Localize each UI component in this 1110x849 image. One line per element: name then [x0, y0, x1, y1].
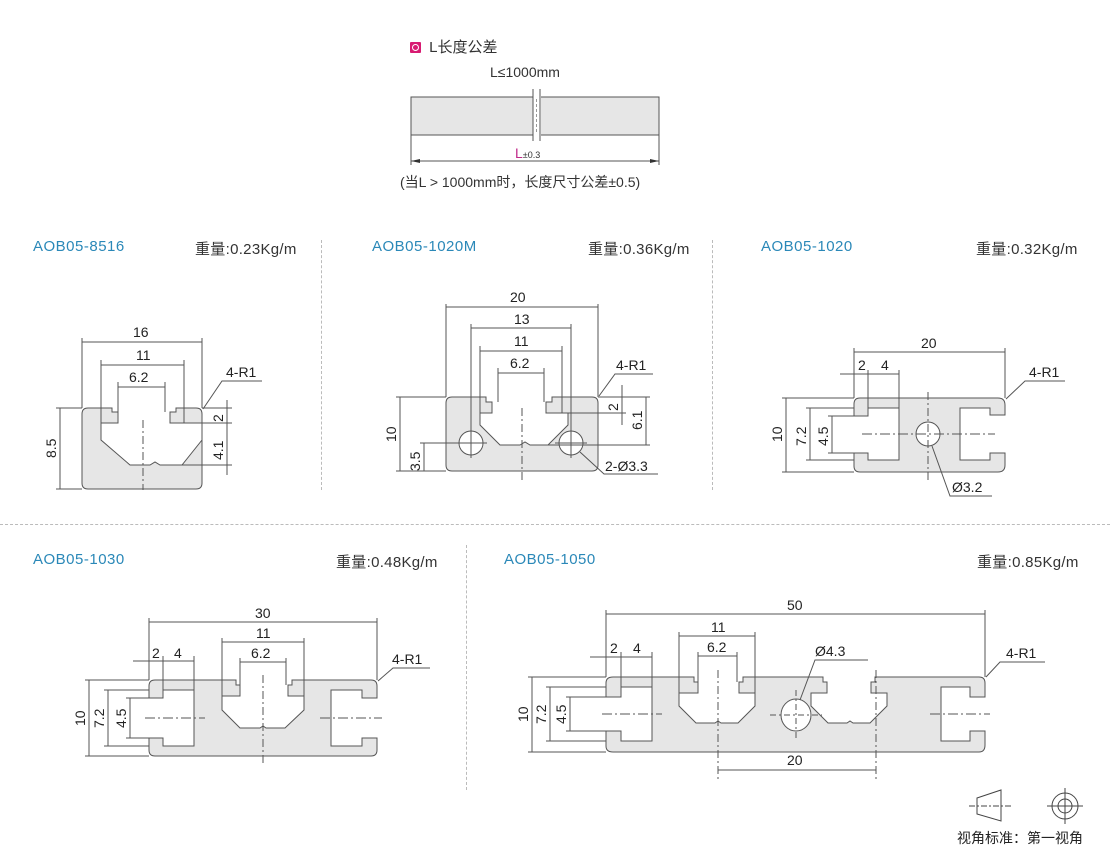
- dim-4-5: 4.5: [815, 426, 831, 446]
- radius-leader: [1005, 380, 1065, 400]
- dim-4-5: 4.5: [553, 704, 569, 724]
- dim-7-2: 7.2: [793, 426, 809, 446]
- length-bar-diagram: [410, 89, 660, 165]
- dim-r1: 4-R1: [1006, 645, 1037, 661]
- profile-weight-5: 重量:0.85Kg/m: [977, 554, 1079, 571]
- profile-weight-4: 重量:0.48Kg/m: [336, 554, 438, 571]
- arrow-left-icon: [411, 159, 420, 163]
- profile-title-2: AOB05-1020M: [372, 238, 477, 255]
- dim-6-2: 6.2: [510, 355, 530, 371]
- radius-leader: [598, 373, 653, 397]
- tolerance-heading-text: L长度公差: [429, 39, 498, 56]
- profile-drawing-8516: 16 11 6.2 4-R1 8.5 2 4.1: [43, 324, 262, 490]
- dim-20: 20: [787, 752, 803, 768]
- length-label: L±0.3: [515, 145, 540, 163]
- dim-20: 20: [510, 289, 526, 305]
- profile-title-3: AOB05-1020: [761, 238, 853, 255]
- dim-7-2: 7.2: [533, 704, 549, 724]
- dim-8-5: 8.5: [43, 438, 59, 458]
- tolerance-heading: L长度公差: [410, 36, 498, 57]
- hole-leader: [799, 659, 868, 701]
- profile-drawing-1020: 20 2 4 4-R1 Ø3.2 10 7.2 4.5: [769, 335, 1065, 497]
- profile-weight-1: 重量:0.23Kg/m: [195, 241, 297, 258]
- dim-11: 11: [711, 619, 726, 635]
- dim-r1: 4-R1: [226, 364, 257, 380]
- length-tolerance: ±0.3: [522, 150, 541, 160]
- profile-title-1: AOB05-8516: [33, 238, 125, 255]
- frustum-icon: [976, 789, 1002, 822]
- dim-11: 11: [136, 347, 151, 363]
- dim-20: 20: [921, 335, 937, 351]
- dim-4-1: 4.1: [210, 440, 226, 460]
- dim-10: 10: [72, 710, 88, 726]
- dim-2: 2: [605, 403, 621, 411]
- dim-4: 4: [174, 645, 182, 661]
- profile-shape: [445, 396, 599, 472]
- dim-50: 50: [787, 597, 803, 613]
- profile-drawing-1050: 50 11 6.2 2 4 Ø4.3 4-R1 20 10 7.2 4.5: [515, 597, 1045, 780]
- dim-2: 2: [858, 357, 866, 373]
- profile-weight-2: 重量:0.36Kg/m: [588, 241, 690, 258]
- dim-hole: Ø4.3: [815, 643, 846, 659]
- dim-r1: 4-R1: [616, 357, 647, 373]
- dim-2: 2: [210, 414, 226, 422]
- projection-symbol: [969, 788, 1083, 824]
- dim-10: 10: [769, 426, 785, 442]
- profile-weight-3: 重量:0.32Kg/m: [976, 241, 1078, 258]
- dim-10: 10: [383, 426, 399, 442]
- length-condition: L≤1000mm: [490, 64, 560, 80]
- dim-r1: 4-R1: [1029, 364, 1060, 380]
- dim-11: 11: [514, 333, 529, 349]
- profile-drawing-1020m: 20 13 11 6.2 4-R1 2-Ø3.3 10 3.5 2 6.1: [383, 289, 658, 480]
- tolerance-note: (当L > 1000mm时，长度尺寸公差±0.5): [400, 174, 641, 190]
- dim-2: 2: [152, 645, 160, 661]
- profile-title-5: AOB05-1050: [504, 551, 596, 568]
- radius-leader: [202, 380, 262, 410]
- dim-16: 16: [133, 324, 149, 340]
- divider-horizontal: [0, 524, 1110, 525]
- profile-title-4: AOB05-1030: [33, 551, 125, 568]
- profile-shape: [81, 407, 203, 490]
- dim-4-5: 4.5: [113, 708, 129, 728]
- dim-6-1: 6.1: [629, 410, 645, 430]
- dim-13: 13: [514, 311, 530, 327]
- dim-hole: Ø3.2: [952, 479, 983, 495]
- radius-leader: [985, 661, 1045, 678]
- profile-drawing-1030: 30 11 6.2 2 4 4-R1 10 7.2 4.5: [72, 605, 430, 765]
- dim-10: 10: [515, 706, 531, 722]
- dim-6-2: 6.2: [707, 639, 727, 655]
- dim-4: 4: [881, 357, 889, 373]
- dim-7-2: 7.2: [91, 708, 107, 728]
- profile-shape: [148, 679, 378, 757]
- dim-4: 4: [633, 640, 641, 656]
- dim-holes: 2-Ø3.3: [605, 458, 648, 474]
- projection-label: 视角标准：第一视角: [957, 830, 1083, 846]
- dim-2: 2: [610, 640, 618, 656]
- dim-6-2: 6.2: [251, 645, 271, 661]
- legend-marker-icon: [410, 42, 421, 53]
- radius-leader: [377, 667, 430, 682]
- divider-vertical-1: [321, 240, 322, 490]
- dim-11: 11: [256, 625, 271, 641]
- dim-6-2: 6.2: [129, 369, 149, 385]
- dim-r1: 4-R1: [392, 651, 423, 667]
- arrow-right-icon: [650, 159, 659, 163]
- dim-3-5: 3.5: [407, 451, 423, 471]
- divider-vertical-2: [712, 240, 713, 490]
- dim-30: 30: [255, 605, 271, 621]
- length-symbol: L: [515, 145, 523, 161]
- hole-leader: [931, 445, 992, 497]
- divider-vertical-3: [466, 545, 467, 790]
- hole-leader: [579, 451, 658, 475]
